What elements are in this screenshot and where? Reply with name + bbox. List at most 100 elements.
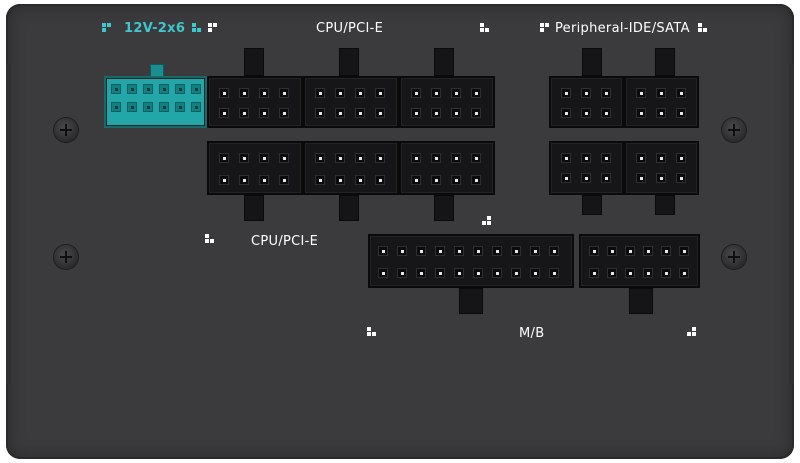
connector-cpu-pcie[interactable] xyxy=(399,141,495,195)
connector-pin xyxy=(435,268,445,278)
connector-pin xyxy=(656,108,666,118)
connector-pin xyxy=(411,175,421,185)
connector-latch xyxy=(244,48,264,76)
connector-pin xyxy=(561,108,571,118)
connector-pin xyxy=(259,175,269,185)
label-peripheral-ide-sata: Peripheral-IDE/SATA xyxy=(555,21,690,36)
connector-pin xyxy=(676,108,686,118)
connector-pin xyxy=(473,268,483,278)
connector-pin xyxy=(355,175,365,185)
connector-pin xyxy=(661,246,671,256)
connector-pin xyxy=(451,153,461,163)
connector-pin xyxy=(416,246,426,256)
corner-marker-icon xyxy=(482,216,493,227)
connector-pin xyxy=(378,268,388,278)
connector-pin xyxy=(411,88,421,98)
corner-marker-icon xyxy=(208,23,219,34)
connector-cpu-pcie[interactable] xyxy=(207,76,303,128)
connector-latch xyxy=(434,195,454,221)
connector-pin xyxy=(676,88,686,98)
connector-pin xyxy=(581,88,591,98)
connector-pin xyxy=(315,175,325,185)
connector-pin xyxy=(625,268,635,278)
corner-marker-icon xyxy=(367,327,378,338)
connector-pin xyxy=(416,268,426,278)
connector-pin xyxy=(411,108,421,118)
connector-pin xyxy=(636,153,646,163)
connector-12v-2x6[interactable] xyxy=(104,76,207,128)
connector-mb-aux[interactable] xyxy=(579,234,700,288)
connector-peripheral[interactable] xyxy=(624,141,699,195)
connector-pin xyxy=(239,175,249,185)
connector-pin xyxy=(454,246,464,256)
connector-pin xyxy=(656,173,666,183)
connector-pin xyxy=(561,173,571,183)
connector-pin xyxy=(601,153,611,163)
connector-pin xyxy=(511,268,521,278)
connector-pin xyxy=(111,102,121,112)
screw-icon xyxy=(722,245,746,269)
connector-peripheral[interactable] xyxy=(549,141,624,195)
connector-pin xyxy=(335,108,345,118)
connector-pin xyxy=(676,153,686,163)
connector-pin xyxy=(601,108,611,118)
connector-pin xyxy=(471,175,481,185)
connector-pin xyxy=(219,108,229,118)
connector-pin xyxy=(451,88,461,98)
connector-pin xyxy=(561,153,571,163)
connector-pin xyxy=(397,246,407,256)
connector-pin xyxy=(375,153,385,163)
connector-pin xyxy=(454,268,464,278)
connector-pin xyxy=(378,246,388,256)
screw-icon xyxy=(722,118,746,142)
connector-pin xyxy=(511,246,521,256)
connector-pin xyxy=(111,84,121,94)
connector-pin xyxy=(473,246,483,256)
connector-pin xyxy=(279,108,289,118)
connector-pin xyxy=(435,246,445,256)
psu-modular-panel: 12V-2x6 CPU/PCI-E Peripheral-IDE/SATA CP… xyxy=(6,4,794,459)
connector-pin xyxy=(661,268,671,278)
connector-peripheral[interactable] xyxy=(549,76,624,128)
connector-pin xyxy=(679,246,689,256)
connector-pin xyxy=(549,268,559,278)
connector-pin xyxy=(625,246,635,256)
connector-peripheral[interactable] xyxy=(624,76,699,128)
connector-pin xyxy=(679,268,689,278)
connector-pin xyxy=(175,102,185,112)
connector-mb-main[interactable] xyxy=(368,234,574,288)
label-cpu-pcie-middle: CPU/PCI-E xyxy=(251,234,319,249)
connector-cpu-pcie[interactable] xyxy=(303,76,399,128)
connector-pin xyxy=(530,268,540,278)
connector-pin xyxy=(279,153,289,163)
connector-pin xyxy=(375,175,385,185)
connector-latch xyxy=(339,195,359,221)
connector-pin xyxy=(191,84,201,94)
corner-marker-icon xyxy=(205,234,216,245)
connector-latch xyxy=(655,195,675,215)
connector-pin xyxy=(239,153,249,163)
connector-pin xyxy=(279,175,289,185)
connector-cpu-pcie[interactable] xyxy=(207,141,303,195)
connector-pin xyxy=(471,88,481,98)
connector-latch xyxy=(629,288,653,314)
connector-pin xyxy=(159,102,169,112)
connector-cpu-pcie[interactable] xyxy=(303,141,399,195)
corner-marker-icon xyxy=(102,23,113,34)
connector-latch xyxy=(339,48,359,76)
connector-pin xyxy=(259,88,269,98)
connector-cpu-pcie[interactable] xyxy=(399,76,495,128)
connector-pin xyxy=(636,173,646,183)
connector-pin xyxy=(315,88,325,98)
connector-pin xyxy=(143,84,153,94)
connector-pin xyxy=(492,246,502,256)
connector-pin xyxy=(355,88,365,98)
connector-pin xyxy=(530,246,540,256)
connector-pin xyxy=(601,88,611,98)
connector-pin xyxy=(589,268,599,278)
connector-pin xyxy=(335,175,345,185)
connector-latch xyxy=(459,288,483,314)
connector-pin xyxy=(431,175,441,185)
panel-right-edge xyxy=(789,64,794,384)
connector-latch xyxy=(582,195,602,215)
